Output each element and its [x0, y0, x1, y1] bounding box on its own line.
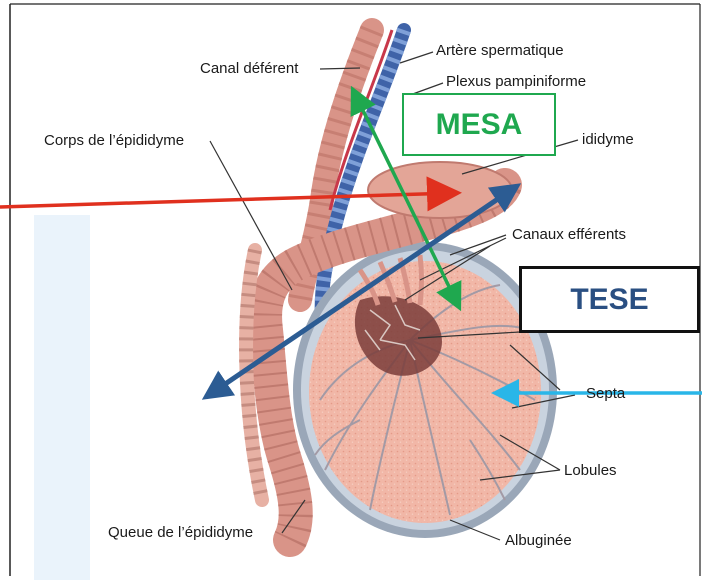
mesa-label: MESA — [436, 108, 523, 142]
tese-label: TESE — [570, 283, 648, 317]
label-canal-deferent: Canal déférent — [200, 60, 298, 78]
label-albuginee: Albuginée — [505, 532, 572, 550]
label-corps-epididyme: Corps de l’épididyme — [44, 132, 184, 150]
label-septa: Septa — [586, 385, 625, 403]
label-lobules: Lobules — [564, 462, 617, 480]
tese-box: TESE — [519, 266, 700, 333]
label-tete-epididyme: ididyme — [582, 131, 634, 149]
label-queue-epididyme: Queue de l’épididyme — [108, 524, 253, 542]
label-artere-spermatique: Artère spermatique — [436, 42, 564, 60]
label-plexus-pampiniforme: Plexus pampiniforme — [446, 73, 586, 91]
testis — [293, 242, 557, 538]
label-canaux-efferents: Canaux efférents — [512, 226, 626, 244]
background-panel — [34, 215, 90, 580]
mesa-box: MESA — [402, 93, 556, 156]
